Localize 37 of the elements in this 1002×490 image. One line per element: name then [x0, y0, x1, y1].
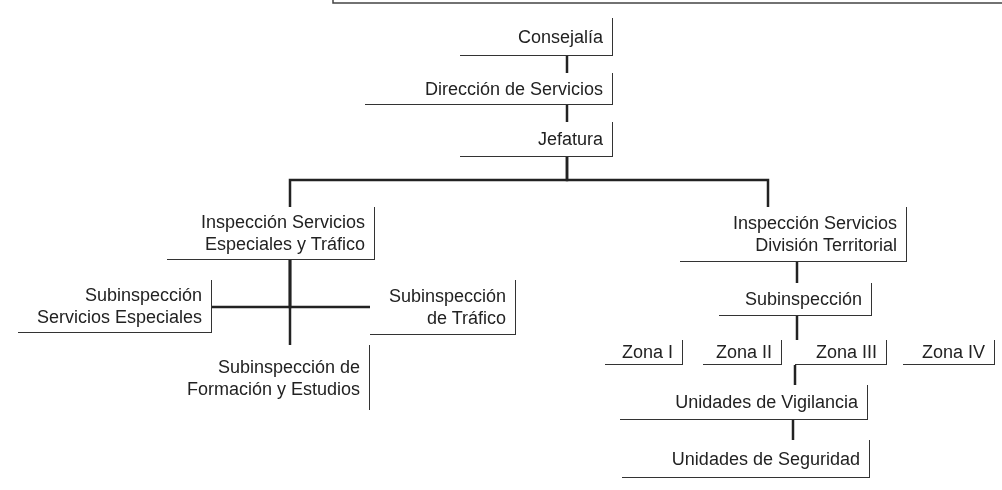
org-unit-box: [460, 18, 613, 56]
org-unit-box: [18, 280, 212, 333]
unit-label: Subinspección Servicios Especiales: [35, 284, 203, 328]
org-unit-box: [680, 207, 907, 262]
unit-label: Inspección Servicios Especiales y Tráfico: [199, 211, 366, 255]
unit-label: Zona II: [715, 341, 773, 363]
unit-label: Subinspección: [744, 288, 863, 310]
connector-line: [565, 105, 569, 122]
connector-line: [793, 365, 797, 385]
unit-label: Unidades de Vigilancia: [675, 391, 859, 413]
connector-line: [565, 157, 770, 207]
org-unit-box: [167, 207, 375, 260]
unit-label: Unidades de Seguridad: [671, 447, 861, 470]
unit-label: Consejalía: [517, 25, 604, 48]
connector-line: [791, 420, 795, 440]
org-unit-box: [370, 280, 516, 335]
connector-line: [795, 262, 799, 283]
org-unit-box: [622, 440, 870, 478]
unit-label: Jefatura: [537, 128, 604, 150]
org-unit-box: [605, 340, 683, 365]
org-unit-box: [460, 122, 613, 157]
connector-line: [288, 260, 292, 345]
unit-label: Subinspección de Tráfico: [387, 285, 507, 329]
unit-label: Inspección Servicios División Territorial: [731, 212, 898, 256]
connector-line: [795, 316, 799, 340]
unit-label: Subinspección de Formación y Estudios: [185, 355, 361, 400]
org-unit-box: [365, 73, 613, 105]
unit-label: Dirección de Servicios: [424, 77, 604, 100]
connector-line: [565, 56, 569, 73]
org-unit-box: [703, 340, 782, 365]
unit-label: Zona III: [815, 341, 878, 363]
org-unit-box: [795, 340, 887, 365]
org-unit-box: [620, 385, 868, 420]
org-unit-box: [903, 340, 995, 365]
unit-label: Zona IV: [921, 341, 986, 363]
unit-label: Zona I: [621, 341, 674, 363]
org-unit-box: [719, 283, 872, 316]
